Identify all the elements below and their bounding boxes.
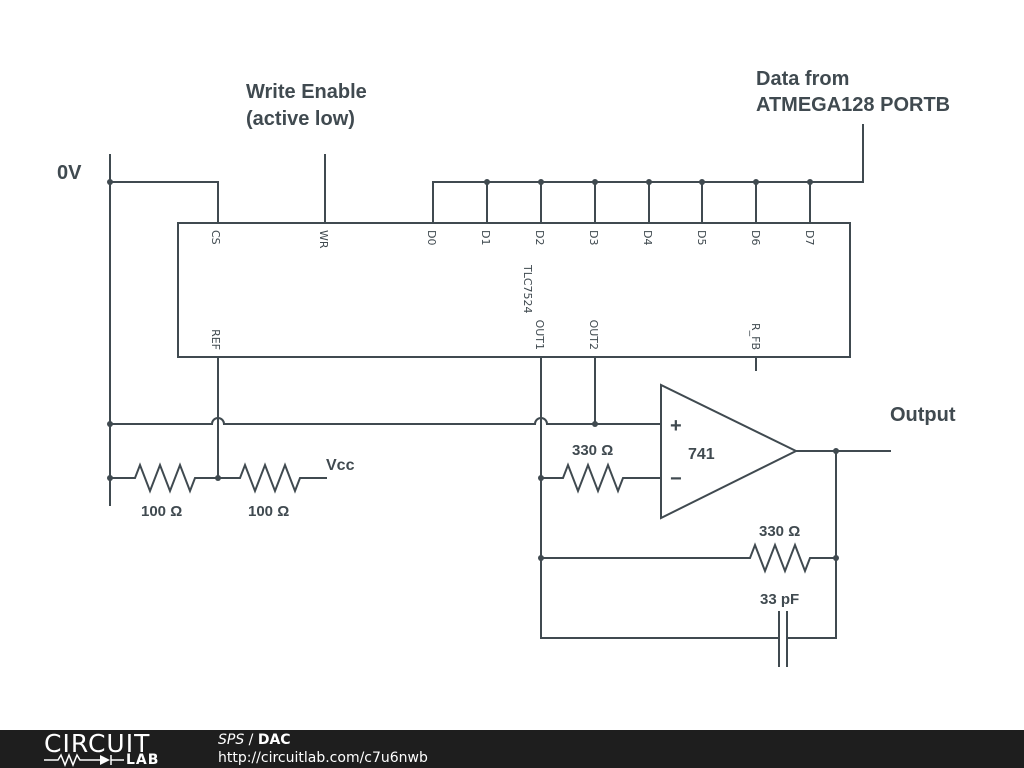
project-url[interactable]: http://circuitlab.com/c7u6nwb	[218, 750, 428, 766]
dac-part-label: TLC7524	[521, 264, 534, 314]
data-source-label: Data from	[756, 68, 849, 90]
pin-label-cs: CS	[209, 230, 222, 245]
capacitor-33pf	[540, 611, 837, 667]
data-bus	[432, 124, 864, 224]
ground-rail	[107, 154, 219, 506]
opamp-plus-sign: +	[670, 415, 682, 437]
pin-label-wr: WR	[317, 230, 330, 249]
pin-label-d2: D2	[533, 230, 546, 245]
vcc-label: Vcc	[326, 457, 355, 474]
write-enable-label: Write Enable	[246, 81, 367, 103]
pin-label-d6: D6	[749, 230, 762, 245]
pin-label-out1: OUT1	[533, 320, 546, 350]
resistor-330-input	[540, 462, 662, 494]
pin-label-d5: D5	[695, 230, 708, 245]
resistor-330-input-value: 330 Ω	[572, 442, 613, 459]
schematic-diagram: CS WR D0 D1 D2 D3 D4 D5 D6 D7 TLC7524 RE…	[57, 68, 956, 667]
ground-to-noninverting-wire	[109, 417, 662, 425]
write-enable-sublabel: (active low)	[246, 108, 355, 130]
circuitlab-logo-lab: LAB	[126, 752, 160, 768]
data-source-sublabel: ATMEGA128 PORTB	[756, 94, 950, 116]
pin-label-ref: REF	[209, 329, 222, 350]
resistor-100-left	[109, 462, 219, 494]
pin-label-d4: D4	[641, 230, 654, 245]
circuitlab-logo-text: CIRCUIT	[44, 729, 151, 758]
opamp-part-label: 741	[688, 446, 715, 463]
resistor-330-feedback	[540, 542, 837, 574]
circuitlab-logo-resistor-icon	[44, 753, 124, 767]
footer-bar: CIRCUIT LAB SPS / DAC http://circuitlab.…	[0, 730, 1024, 768]
opamp-minus-sign: −	[670, 468, 682, 490]
project-owner[interactable]: SPS	[218, 732, 245, 748]
pin-label-rfb: R_FB	[749, 323, 762, 350]
resistor-330-feedback-value: 330 Ω	[759, 523, 800, 540]
opamp-741	[660, 383, 891, 639]
project-path: SPS / DAC	[218, 732, 291, 749]
pin-label-out2: OUT2	[587, 320, 600, 350]
pin-label-d0: D0	[425, 230, 438, 245]
pin-label-d1: D1	[479, 230, 492, 245]
pin-label-d7: D7	[803, 230, 816, 245]
dac-chip-body	[177, 222, 851, 358]
resistor-100-right	[217, 462, 327, 494]
capacitor-value: 33 pF	[760, 591, 799, 608]
ground-label: 0V	[57, 162, 82, 184]
resistor-100-left-value: 100 Ω	[141, 503, 182, 520]
pin-label-d3: D3	[587, 230, 600, 245]
output-label: Output	[890, 404, 956, 426]
path-separator: /	[244, 732, 258, 748]
project-name[interactable]: DAC	[257, 732, 291, 748]
resistor-100-right-value: 100 Ω	[248, 503, 289, 520]
